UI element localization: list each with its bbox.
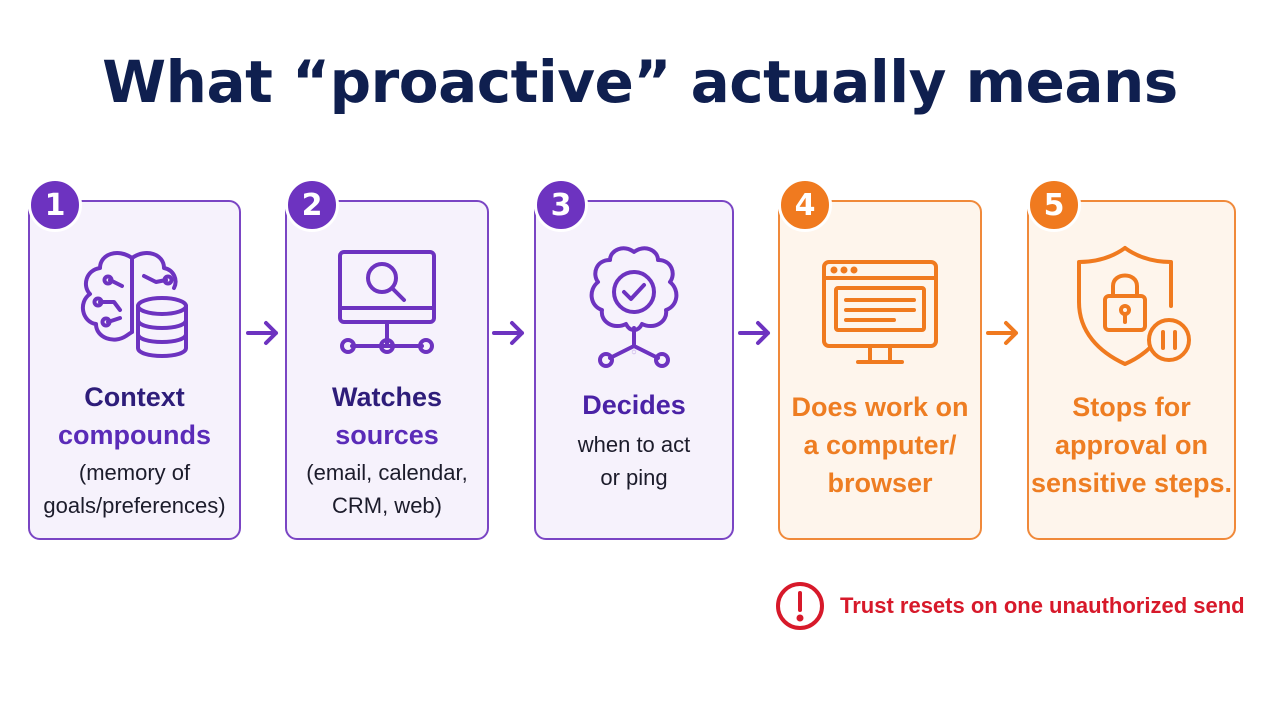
page-title: What “proactive” actually means: [102, 48, 1178, 116]
arrow-right-icon: [738, 321, 770, 345]
arrow-right-icon: [492, 321, 524, 345]
step-card-decides: 3 Decides when to act or ping: [534, 178, 734, 540]
monitor-search-icon: [287, 246, 487, 362]
step-description: (memory of goals/preferences): [43, 460, 226, 518]
step-card-context-compounds: 1 Context compounds (memory of goals/pre…: [28, 178, 241, 540]
step-number-badge: 1: [28, 178, 82, 232]
exclamation-circle-icon: [776, 582, 824, 630]
step-number-badge: 5: [1027, 178, 1081, 232]
step-number-badge: 4: [778, 178, 832, 232]
warning-text: Trust resets on one unauthorized send: [840, 593, 1245, 618]
step-number-badge: 2: [285, 178, 339, 232]
step-description: when to act or ping: [577, 432, 691, 490]
step-card-stops-for-approval: 5 Stops for approval on sensitive steps.: [1027, 178, 1236, 540]
step-card-watches-sources: 2 Watches sources (email, calendar, CRM,…: [285, 178, 489, 540]
step-title: Context compounds: [58, 382, 211, 450]
step-title: Does work on a computer/ browser: [791, 392, 969, 498]
arrow-right-icon: [246, 321, 278, 345]
step-card-does-work: 4 Does work on a computer/ browser: [778, 178, 982, 540]
step-title: Watches sources: [331, 382, 443, 450]
arrow-right-icon: [986, 321, 1018, 345]
step-title: Decides: [582, 390, 686, 420]
step-title: Stops for approval on sensitive steps.: [1030, 392, 1233, 498]
computer-browser-icon: [780, 256, 980, 372]
step-description: (email, calendar, CRM, web): [306, 460, 468, 518]
shield-lock-pause-icon: [1029, 242, 1234, 372]
brain-check-icon: [536, 242, 732, 372]
warning-callout: Trust resets on one unauthorized send: [774, 580, 1245, 632]
brain-database-icon: [30, 240, 239, 370]
step-number-badge: 3: [534, 178, 588, 232]
